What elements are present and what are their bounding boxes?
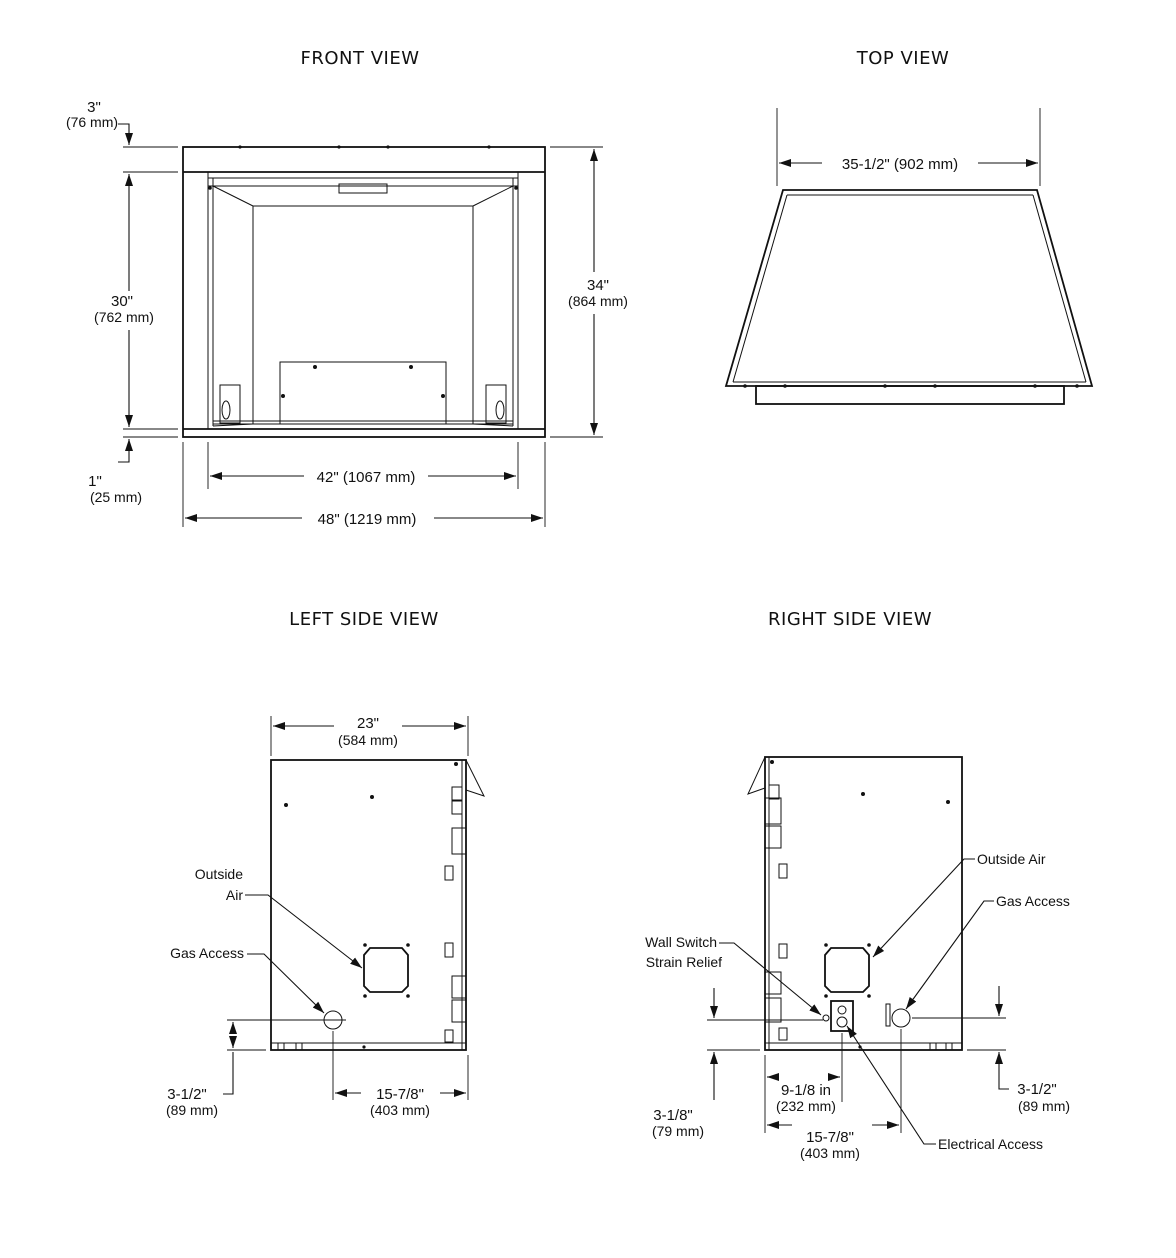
opening-height-mm: (762 mm) (94, 309, 154, 325)
opening-width-label: 42" (1067 mm) (317, 469, 416, 486)
front-overall-width-dimension: 48" (1219 mm) (185, 511, 543, 528)
right-side-outline (747, 756, 963, 1051)
right-electrical-offset-dimension: 9-1/8 in (232 mm) (764, 1033, 843, 1133)
right-electrical-height-in: 3-1/8" (653, 1107, 693, 1124)
left-side-view: LEFT SIDE VIEW (166, 609, 485, 1118)
right-gas-offset-dimension: 15-7/8" (403 mm) (767, 1029, 902, 1161)
right-gas-access-label: Gas Access (996, 893, 1070, 909)
right-side-view-title: RIGHT SIDE VIEW (768, 609, 932, 630)
right-gas-height-mm: (89 mm) (1018, 1098, 1070, 1114)
left-gas-offset-dimension: 15-7/8" (403 mm) (332, 1031, 469, 1118)
left-gas-height-mm: (89 mm) (166, 1102, 218, 1118)
right-gas-height-in: 3-1/2" (1017, 1081, 1057, 1098)
bottom-inset-in: 1" (88, 473, 102, 490)
left-side-outline (270, 759, 485, 1051)
front-overall-height-dimension: 34" (864 mm) (562, 149, 636, 435)
electrical-access-label: Electrical Access (938, 1136, 1043, 1152)
top-inset-mm: (76 mm) (66, 114, 118, 130)
bottom-inset-mm: (25 mm) (90, 489, 142, 505)
top-view-outline (724, 189, 1094, 405)
left-gas-height-in: 3-1/2" (167, 1086, 207, 1103)
right-electrical-offset-in: 9-1/8 in (781, 1082, 831, 1099)
overall-height-in: 34" (587, 277, 609, 294)
top-inset-in: 3" (87, 99, 101, 116)
front-top-inset-dimension: 3" (76 mm) (66, 99, 133, 145)
top-view: TOP VIEW 35-1/2" (902 mm) (724, 48, 1094, 405)
top-view-title: TOP VIEW (856, 48, 950, 69)
left-outside-air-line2: Air (226, 887, 243, 903)
top-width-dimension: 35-1/2" (902 mm) (776, 108, 1041, 186)
left-gas-access-callout: Gas Access (170, 945, 325, 1014)
top-width-label: 35-1/2" (902 mm) (842, 156, 958, 173)
wall-switch-strain-relief-callout: Wall Switch Strain Relief (645, 934, 822, 1016)
front-view-outline (182, 145, 546, 438)
left-side-view-title: LEFT SIDE VIEW (289, 609, 439, 630)
wall-switch-line1: Wall Switch (645, 934, 717, 950)
left-depth-mm: (584 mm) (338, 732, 398, 748)
left-gas-height-dimension: 3-1/2" (89 mm) (166, 1019, 346, 1118)
right-gas-offset-in: 15-7/8" (806, 1129, 854, 1146)
front-view: FRONT VIEW (66, 48, 636, 528)
left-outside-air-callout: Outside Air (195, 866, 363, 969)
wall-switch-line2: Strain Relief (646, 954, 722, 970)
right-electrical-offset-mm: (232 mm) (776, 1098, 836, 1114)
front-extension-lines (123, 146, 603, 527)
left-gas-offset-in: 15-7/8" (376, 1086, 424, 1103)
right-outside-air-label: Outside Air (977, 851, 1046, 867)
front-bottom-inset-dimension: 1" (25 mm) (88, 439, 142, 505)
left-outside-air-line1: Outside (195, 866, 243, 882)
left-gas-access-label: Gas Access (170, 945, 244, 961)
right-gas-offset-mm: (403 mm) (800, 1145, 860, 1161)
left-gas-offset-mm: (403 mm) (370, 1102, 430, 1118)
left-depth-in: 23" (357, 715, 379, 732)
right-side-view: RIGHT SIDE VIEW (645, 609, 1070, 1161)
front-opening-height-dimension: 30" (762 mm) (84, 174, 170, 427)
overall-width-label: 48" (1219 mm) (318, 511, 417, 528)
electrical-access-callout: Electrical Access (846, 1025, 1043, 1152)
right-gas-access-callout: Gas Access (905, 893, 1070, 1010)
overall-height-mm: (864 mm) (568, 293, 628, 309)
right-electrical-height-dimension: 3-1/8" (79 mm) (652, 988, 823, 1139)
opening-height-in: 30" (111, 293, 133, 310)
front-view-title: FRONT VIEW (300, 48, 419, 69)
left-depth-dimension: 23" (584 mm) (270, 715, 469, 756)
right-electrical-height-mm: (79 mm) (652, 1123, 704, 1139)
front-opening-width-dimension: 42" (1067 mm) (210, 469, 516, 486)
right-gas-height-dimension: 3-1/2" (89 mm) (912, 986, 1070, 1114)
right-outside-air-callout: Outside Air (872, 851, 1046, 958)
